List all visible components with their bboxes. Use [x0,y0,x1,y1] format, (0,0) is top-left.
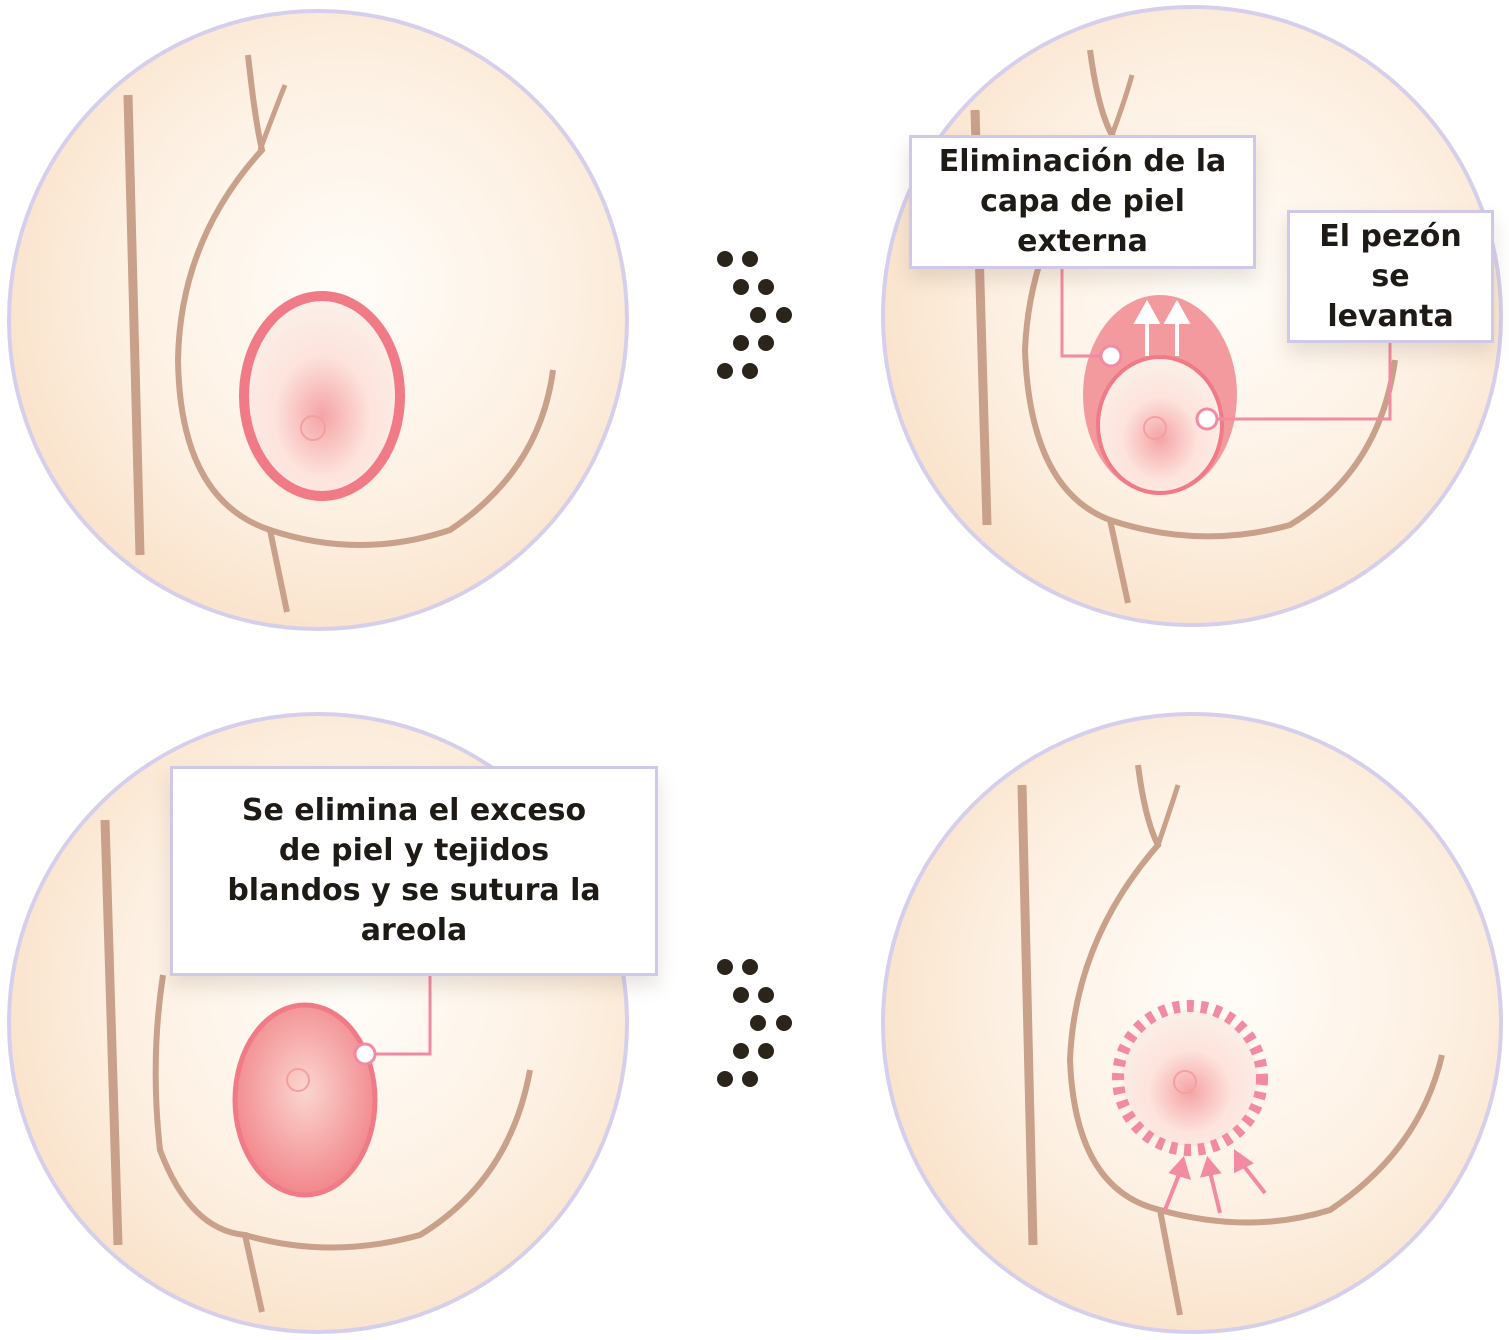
progress-arrow-dots-top [717,251,792,379]
label-nipple-lift: El pezón se levanta [1287,210,1494,343]
callout-marker [353,1042,377,1066]
label-excess-removed: Se elimina el exceso de piel y tejidos b… [170,766,658,976]
suture-line [1112,1000,1268,1156]
torso-outline [123,94,145,556]
callout-line [1218,342,1392,421]
nipple [1143,416,1167,440]
panel-before [7,9,629,631]
label-text: Se elimina el exceso de piel y tejidos b… [227,793,601,948]
nipple [286,1068,310,1092]
lift-arrows [1133,299,1191,356]
areola [1096,355,1224,495]
nipple [1173,1070,1197,1094]
areola [232,1002,378,1198]
label-outer-skin-removal: Eliminación de la capa de piel externa [909,135,1256,269]
areola-outer-ring [239,291,405,501]
breast-outline [174,54,290,613]
panel-result [881,712,1503,1334]
callout-marker [1195,407,1219,431]
areola [1122,1010,1258,1146]
label-text: Eliminación de la capa de piel externa [938,144,1227,259]
label-text: El pezón se levanta [1319,218,1462,334]
callout-line [1060,268,1110,358]
progress-arrow-dots-bottom [717,959,792,1087]
callout-line [376,975,432,1056]
nipple [300,415,326,441]
tighten-arrows [1163,1149,1267,1214]
callout-marker [1099,344,1123,368]
